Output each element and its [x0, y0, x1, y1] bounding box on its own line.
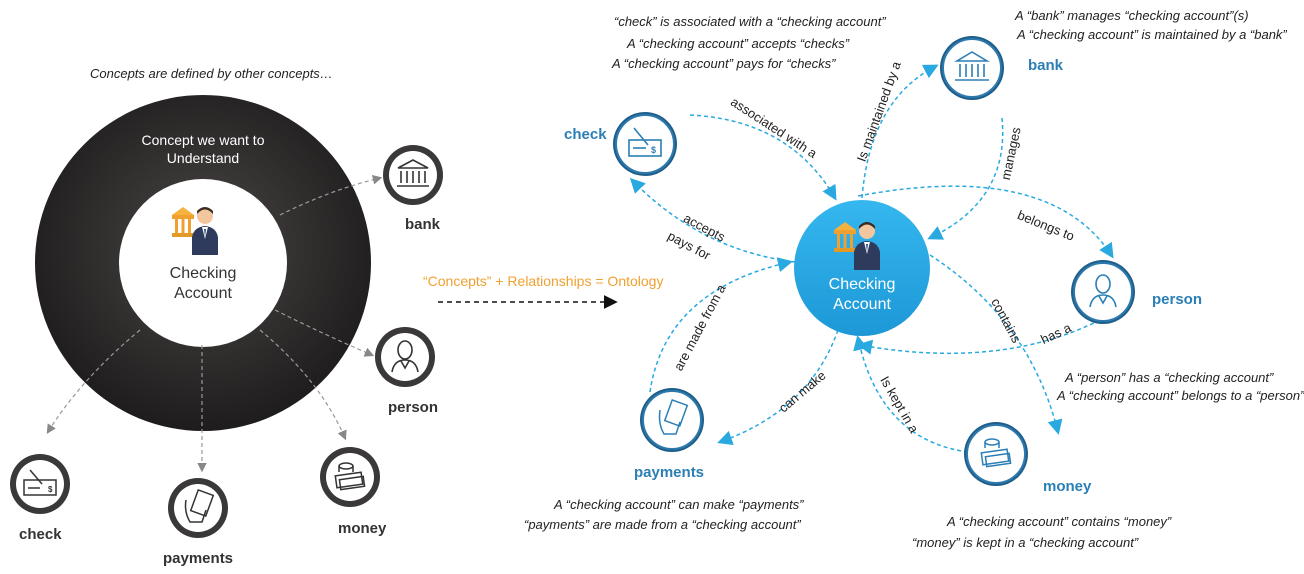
left-label-bank: bank	[405, 216, 441, 233]
concept-core	[119, 179, 287, 347]
left-node-check-icon: $	[10, 454, 70, 514]
svg-text:$: $	[651, 145, 656, 155]
center-banker-icon	[834, 222, 880, 270]
right-node-check-icon: $	[613, 112, 677, 176]
left-label-payments: payments	[163, 550, 234, 567]
left-node-payments-icon	[168, 478, 228, 538]
svg-text:$: $	[48, 485, 53, 494]
right-center-line2: Account	[833, 296, 891, 313]
left-center-line1: Checking	[169, 265, 237, 282]
left-node-money-icon	[320, 447, 380, 507]
right-label-money: money	[1043, 478, 1092, 495]
left-label-check: check	[19, 526, 62, 543]
right-label-payments: payments	[634, 464, 705, 481]
left-caption: Concepts are defined by other concepts…	[90, 66, 333, 81]
left-concept-diagram: $	[10, 95, 443, 538]
note-bank-2: A “checking account” is maintained by a …	[1017, 27, 1287, 42]
right-label-check: check	[564, 126, 607, 143]
note-person-2: A “checking account” belongs to a “perso…	[1057, 388, 1304, 403]
banker-icon	[172, 207, 218, 255]
ring-text-line2: Understand	[166, 150, 240, 166]
ontology-formula: “Concepts” + Relationships = Ontology	[423, 273, 664, 289]
note-payments-2: “payments” are made from a “checking acc…	[524, 517, 801, 532]
note-payments-1: A “checking account” can make “payments”	[554, 497, 804, 512]
note-money-2: “money” is kept in a “checking account”	[912, 535, 1139, 550]
left-connectors	[46, 175, 383, 473]
note-bank-1: A “bank” manages “checking account”(s)	[1015, 8, 1249, 23]
left-node-person-icon	[375, 327, 435, 387]
left-label-person: person	[388, 399, 439, 416]
right-node-money-icon	[964, 422, 1028, 486]
right-node-person-icon	[1071, 260, 1135, 324]
left-center-line2: Account	[174, 285, 232, 302]
relationship-lines	[629, 64, 1114, 453]
right-center-line1: Checking	[828, 276, 896, 293]
right-ontology-diagram: $	[613, 36, 1135, 486]
note-person-1: A “person” has a “checking account”	[1065, 370, 1274, 385]
note-check-2: A “checking account” accepts “checks”	[627, 36, 850, 51]
right-node-bank-icon	[940, 36, 1004, 100]
note-check-1: “check” is associated with a “checking a…	[614, 14, 886, 29]
note-check-3: A “checking account” pays for “checks”	[612, 56, 836, 71]
note-money-1: A “checking account” contains “money”	[947, 514, 1172, 529]
right-node-payments-icon	[640, 388, 704, 452]
left-label-money: money	[338, 520, 387, 537]
right-label-person: person	[1152, 291, 1203, 308]
left-node-bank-icon	[383, 145, 443, 205]
right-label-bank: bank	[1028, 57, 1064, 74]
ring-text-line1: Concept we want to	[141, 132, 265, 148]
